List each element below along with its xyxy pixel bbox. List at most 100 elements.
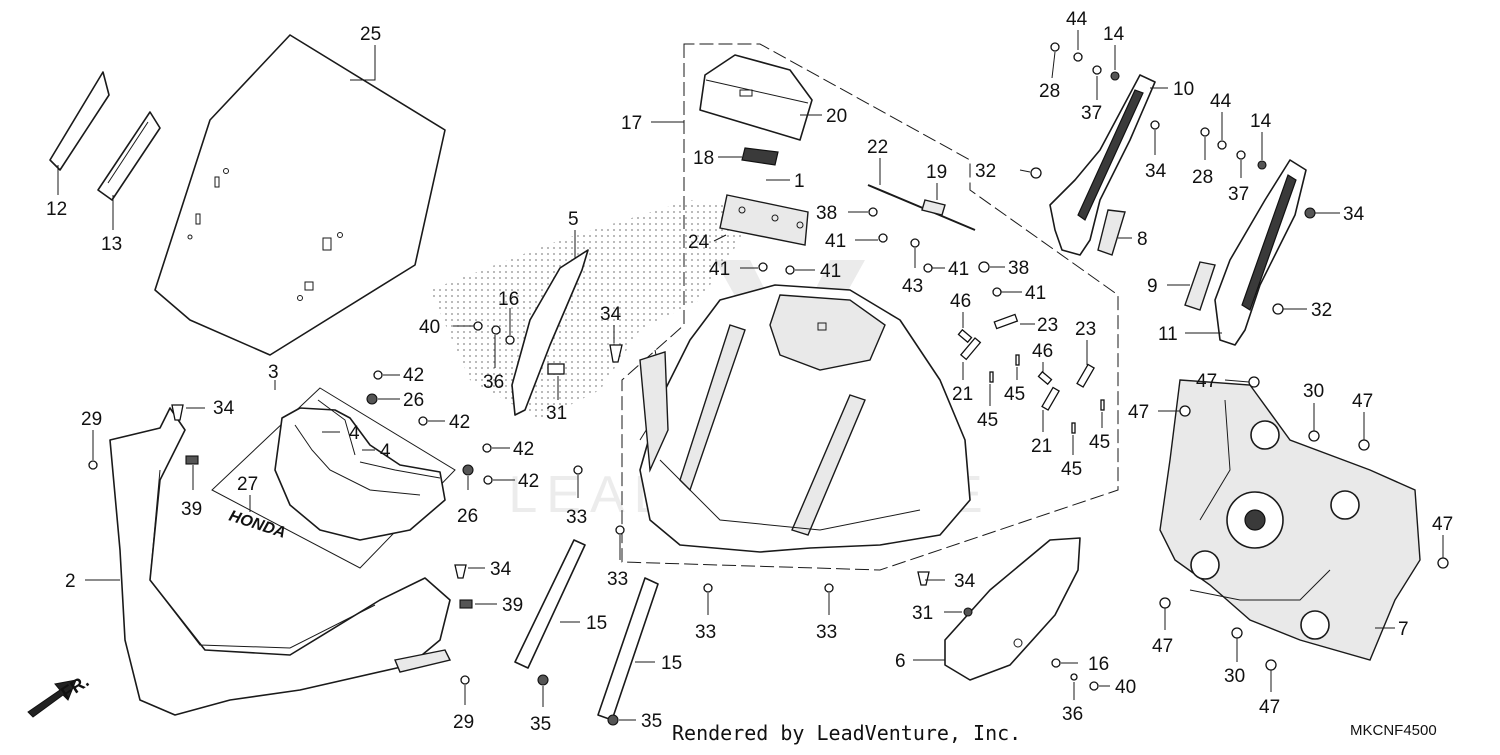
callout: 47 [1152,636,1173,657]
part-37-washer [1236,150,1246,160]
callout: 34 [490,559,512,580]
callout: 31 [912,603,933,624]
part-30-nut [1231,627,1243,639]
cover-inner-line [149,469,376,649]
callout: 31 [546,403,567,424]
part-14-washer [1110,71,1120,81]
leader-lines [57,30,1444,721]
part-34-screw [171,404,184,421]
cowl-vent-opening [769,294,886,371]
callout: 26 [403,390,424,411]
motor-rail [1199,399,1231,521]
callout: 23 [1037,315,1058,336]
callout: 41 [825,231,846,252]
part-47-bolt [1248,376,1260,388]
callout: 3 [268,362,279,383]
part-37-washer [1092,65,1102,75]
callout: 1 [794,171,805,192]
part-12-garnish [49,71,110,171]
callout: 21 [1031,436,1052,457]
callout: 47 [1432,514,1453,535]
callout: 34 [600,304,622,325]
callout: 47 [1352,391,1373,412]
part-31-nut [963,607,973,617]
callout: 24 [688,232,710,253]
part-23-damper [993,313,1019,330]
part-15-strip-right [597,577,659,721]
callout: 10 [1173,79,1194,100]
callout: 16 [498,289,519,310]
callout: 35 [641,711,662,732]
part-45-spring [1100,399,1105,411]
callout: 33 [695,622,716,643]
part-3-box [211,387,456,569]
part-4-duct [274,407,446,541]
callout: 23 [1075,319,1096,340]
callout: 40 [419,317,440,338]
screen-slot [195,213,201,225]
part-30-nut [1308,430,1320,442]
part-38-collar [978,261,990,273]
callout: 42 [513,439,534,460]
callout: 42 [403,365,424,386]
part-47-bolt [1159,597,1171,609]
part-20-cover [699,54,813,141]
callout: 6 [895,651,906,672]
part-40-screw [473,321,483,331]
leader-24 [713,234,727,242]
part-45-spring [1015,354,1020,366]
callout: 39 [502,595,523,616]
part-44-washer [1073,52,1083,62]
callout: 40 [1115,677,1136,698]
part-25-windscreen [154,34,446,356]
leader-25 [350,45,376,81]
holder-hole [796,221,804,229]
part-42-screw [482,443,492,453]
motor-cable [1189,569,1331,601]
callout: 37 [1228,184,1249,205]
part-32-bolt [1272,303,1284,315]
part-41-clip [923,263,933,273]
part-45-spring [989,371,994,383]
bracket-10-rail [1077,89,1144,221]
part-35-nut [537,674,549,686]
part-41-clip [878,233,888,243]
part-40-screw [1089,681,1099,691]
callout: 45 [977,410,998,431]
footer-credit: Rendered by LeadVenture, Inc. [672,721,1021,745]
screen-slot [322,237,332,251]
callout: 34 [1343,204,1365,225]
part-35-nut [607,714,619,726]
callout: 27 [237,474,258,495]
front-arrow-icon [27,679,77,718]
callout: 43 [902,276,923,297]
callout: 26 [457,506,478,527]
part-41-clip [758,262,768,272]
part-42-screw [483,475,493,485]
callout: 42 [449,412,470,433]
part-21-damper [1041,386,1060,411]
part-41-clip [785,265,795,275]
part-15-strip-left [514,539,586,669]
part-8-plate [1097,209,1126,256]
part-16-grommet [1051,658,1061,668]
callout: 30 [1303,381,1324,402]
fasteners [88,42,1449,726]
direction-label: FR. [57,671,92,704]
part-33-nut [703,583,713,593]
honda-decal-text: HONDA [227,508,288,542]
part-19-bracket [921,199,946,216]
callout: 46 [950,291,971,312]
part-47-bolt [1437,557,1449,569]
holder-hole [771,214,779,222]
part-33-nut [824,583,834,593]
callout: 41 [709,259,730,280]
pulley-right [1330,490,1360,520]
part-47-bolt [1265,659,1277,671]
part-34-bolt [1150,120,1160,130]
callout: 37 [1081,103,1102,124]
callout: 29 [81,409,102,430]
callout: 19 [926,162,947,183]
duct-line [317,399,356,456]
front-direction-indicator: FR. [27,671,93,718]
